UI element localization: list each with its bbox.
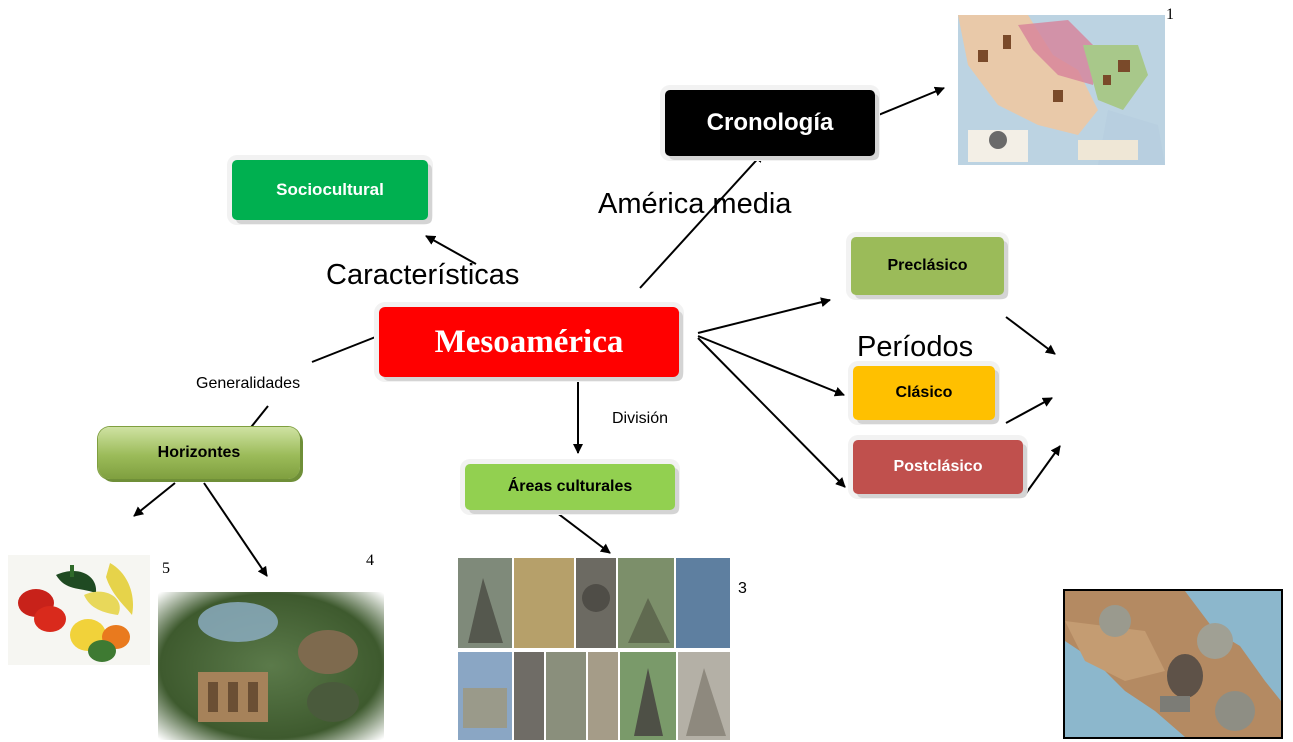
- node-postclasico-label: Postclásico: [893, 458, 983, 475]
- node-preclasico: Preclásico: [851, 237, 1004, 295]
- label-caracteristicas: Características: [326, 259, 520, 291]
- arrow-clasico-out: [1005, 397, 1053, 424]
- temples-collage-image: [458, 558, 730, 740]
- image-number-culture: 4: [366, 552, 374, 569]
- node-clasico-label: Clásico: [895, 384, 953, 401]
- node-horizontes-label: Horizontes: [157, 444, 241, 461]
- arrow-to-sociocultural: [425, 235, 477, 265]
- node-cronologia: Cronología: [665, 90, 875, 156]
- node-sociocultural: Sociocultural: [232, 160, 428, 220]
- arrow-to-postclasico: [697, 337, 846, 488]
- node-clasico: Clásico: [853, 366, 995, 420]
- image-number-temples: 3: [738, 580, 747, 597]
- arrow-to-preclasico: [697, 297, 831, 334]
- arrow-horizontes-to-peppers: [133, 482, 176, 517]
- arrow-preclasico-out: [1005, 316, 1056, 355]
- label-division: División: [612, 410, 669, 427]
- arrow-to-clasico: [697, 335, 845, 397]
- culture-collage-image: [158, 592, 384, 740]
- node-postclasico: Postclásico: [853, 440, 1023, 494]
- node-areas-culturales: Áreas culturales: [465, 464, 675, 510]
- arrow-to-cronologia: [639, 152, 764, 289]
- line-to-generalidades: [311, 335, 379, 363]
- image-number-map: 1: [1166, 6, 1174, 23]
- arrow-postclasico-out: [1023, 445, 1061, 497]
- arrow-cronologia-to-map: [875, 86, 945, 117]
- node-cronologia-label: Cronología: [706, 109, 834, 136]
- label-generalidades: Generalidades: [196, 375, 301, 392]
- node-mesoamerica: Mesoamérica: [379, 307, 679, 377]
- node-mesoamerica-label: Mesoamérica: [434, 323, 624, 360]
- label-periodos: Períodos: [857, 331, 974, 363]
- arrow-areas-to-temples: [547, 505, 611, 554]
- mural-map-image: [1063, 589, 1283, 739]
- label-america-media: América media: [598, 188, 792, 220]
- node-preclasico-label: Preclásico: [887, 257, 968, 274]
- mesoamerica-map-image: [958, 15, 1165, 165]
- node-areas-culturales-label: Áreas culturales: [507, 478, 633, 495]
- node-horizontes: Horizontes: [98, 427, 300, 479]
- arrow-horizontes-to-culture: [203, 482, 268, 577]
- peppers-image: [8, 555, 150, 665]
- image-number-peppers: 5: [162, 560, 170, 577]
- node-sociocultural-label: Sociocultural: [276, 180, 384, 199]
